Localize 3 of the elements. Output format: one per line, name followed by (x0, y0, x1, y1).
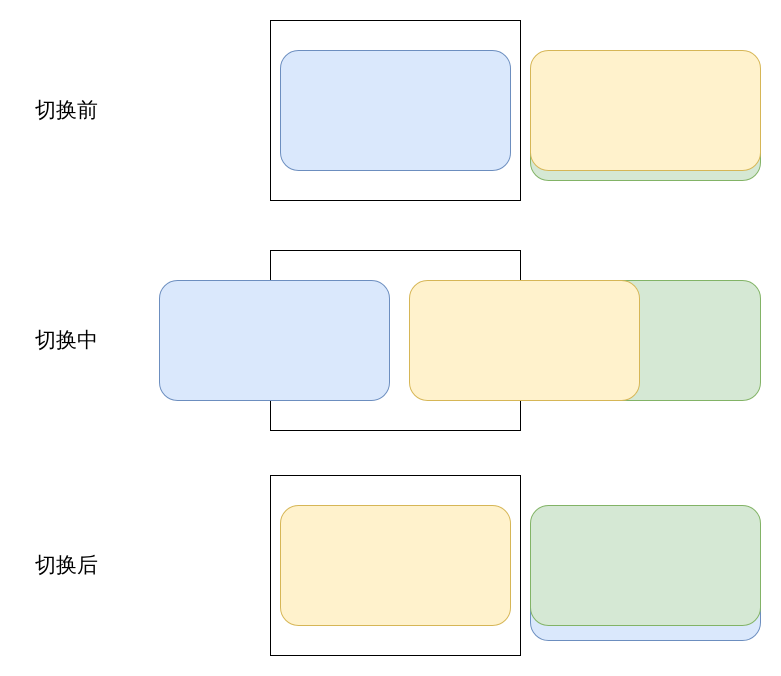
row-label: 切换前 (35, 97, 98, 123)
row-label: 切换中 (35, 327, 98, 353)
row-label: 切换后 (35, 552, 98, 578)
